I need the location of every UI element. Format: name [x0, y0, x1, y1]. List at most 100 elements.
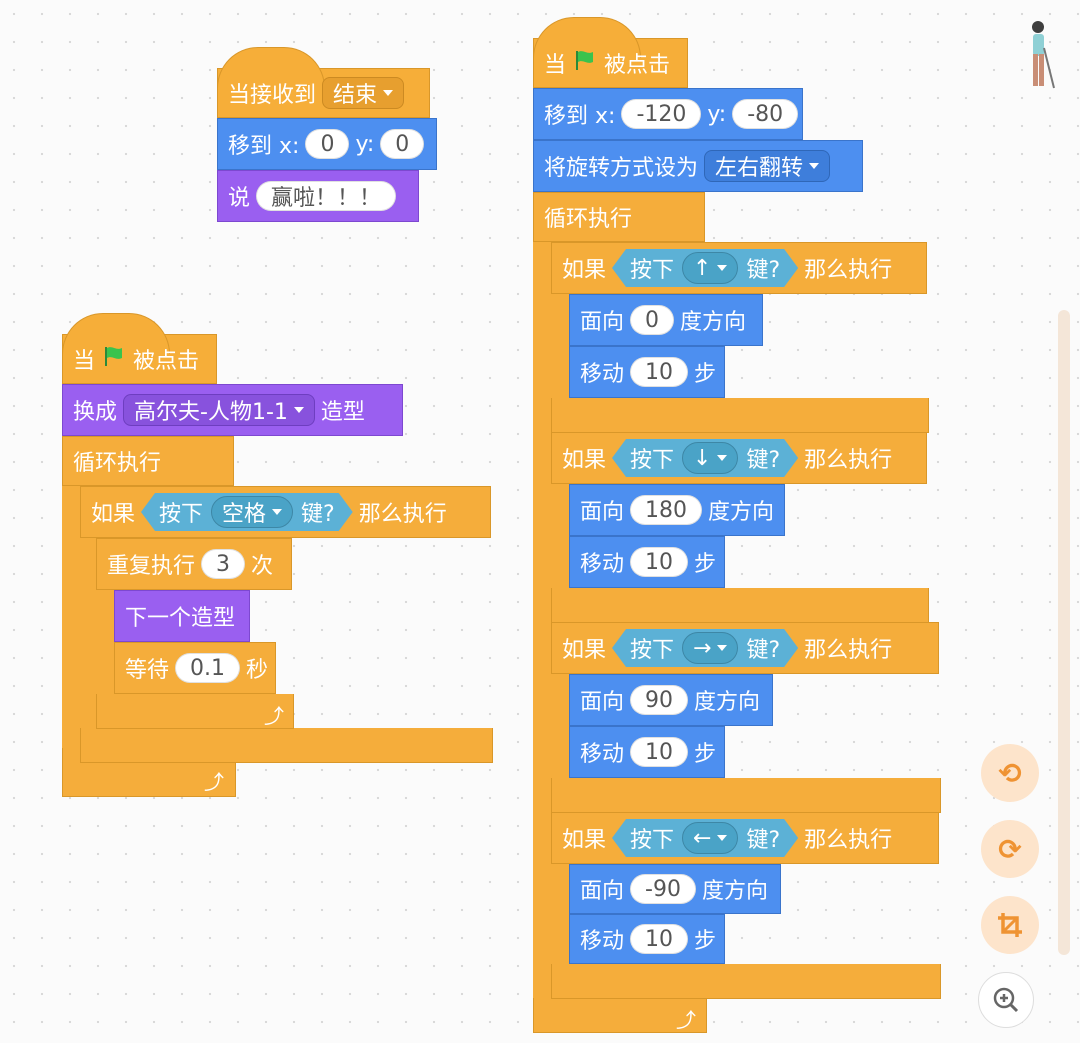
moveto-block[interactable]: 移到 x: 0 y: 0 — [217, 118, 437, 170]
x-input[interactable]: 0 — [305, 129, 350, 159]
key-pressed-condition[interactable]: 按下 空格 键? — [141, 493, 353, 531]
when-receive-label: 当接收到 — [228, 83, 317, 108]
chevron-down-icon — [272, 509, 282, 515]
steps-input[interactable]: 10 — [630, 737, 689, 767]
direction-input[interactable]: 180 — [630, 495, 703, 525]
y-input[interactable]: 0 — [380, 129, 425, 159]
wait-label: 等待 — [125, 658, 170, 683]
loop-arrow-icon: ⤴ — [676, 1008, 696, 1032]
key-dropdown[interactable]: → — [682, 632, 738, 664]
redo-button[interactable]: ⟳ — [981, 820, 1039, 878]
golfer-icon — [1032, 21, 1055, 89]
repeat-block[interactable]: 重复执行 3 次 — [96, 538, 292, 590]
when-flag-hat-block-right[interactable]: 当 被点击 — [533, 17, 688, 88]
direction-input[interactable]: 90 — [630, 685, 689, 715]
point-suffix: 度方向 — [680, 310, 747, 335]
when-label: 当 — [73, 349, 96, 374]
costume-dropdown[interactable]: 高尔夫-人物1-1 — [123, 394, 315, 426]
rotation-style-block[interactable]: 将旋转方式设为 左右翻转 — [533, 140, 863, 192]
point-label: 面向 — [580, 500, 625, 525]
moveto-block-right[interactable]: 移到 x: -120 y: -80 — [533, 88, 803, 140]
key-press-label: 按下 — [630, 638, 675, 663]
repeat-label: 重复执行 — [107, 554, 196, 579]
if-up-arm — [551, 294, 569, 398]
x-input[interactable]: -120 — [621, 99, 702, 129]
point-label: 面向 — [580, 879, 625, 904]
key-pressed-condition[interactable]: 按下 ← 键? — [612, 819, 798, 857]
if-left-arm — [551, 864, 569, 964]
y-label: y: — [707, 101, 727, 127]
cleanup-button[interactable] — [981, 896, 1039, 954]
point-suffix: 度方向 — [694, 690, 761, 715]
if-label: 如果 — [562, 638, 607, 663]
steps-input[interactable]: 10 — [630, 357, 689, 387]
rotation-dropdown[interactable]: 左右翻转 — [704, 150, 831, 182]
key-suffix: 键? — [746, 828, 781, 853]
loop-arrow-icon: ⤴ — [204, 770, 224, 794]
key-dropdown[interactable]: ↑ — [682, 252, 738, 284]
key-pressed-condition[interactable]: 按下 ↑ 键? — [612, 249, 798, 287]
move-steps-block[interactable]: 移动 10 步 — [569, 346, 725, 398]
key-dropdown[interactable]: ← — [682, 822, 738, 854]
key-pressed-condition[interactable]: 按下 → 键? — [612, 629, 798, 667]
repeat-arm — [96, 590, 114, 694]
key-dropdown[interactable]: 空格 — [211, 496, 293, 528]
zoom-in-icon — [993, 987, 1019, 1013]
if-down-block[interactable]: 如果 按下 ↓ 键? 那么执行 — [551, 432, 927, 484]
costume-suffix: 造型 — [320, 400, 365, 425]
zoom-in-button[interactable] — [978, 972, 1034, 1028]
point-direction-block[interactable]: 面向 180 度方向 — [569, 484, 785, 536]
wait-input[interactable]: 0.1 — [175, 653, 241, 683]
then-label: 那么执行 — [358, 502, 447, 527]
chevron-down-icon — [717, 645, 727, 651]
y-input[interactable]: -80 — [732, 99, 799, 129]
moveto-label: 移到 x: — [544, 104, 616, 129]
when-receive-hat-block[interactable]: 当接收到 结束 — [217, 47, 430, 118]
then-label: 那么执行 — [804, 638, 893, 663]
point-direction-block[interactable]: 面向 0 度方向 — [569, 294, 763, 346]
move-label: 移动 — [580, 929, 625, 954]
point-direction-block[interactable]: 面向 90 度方向 — [569, 674, 773, 726]
when-flag-hat-block-left[interactable]: 当 被点击 — [62, 313, 217, 384]
steps-input[interactable]: 10 — [630, 547, 689, 577]
move-steps-block[interactable]: 移动 10 步 — [569, 726, 725, 778]
point-suffix: 度方向 — [708, 500, 775, 525]
say-block[interactable]: 说 赢啦！！！ — [217, 170, 419, 222]
say-input[interactable]: 赢啦！！！ — [256, 181, 397, 211]
if-right-block[interactable]: 如果 按下 → 键? 那么执行 — [551, 622, 939, 674]
undo-icon: ⟲ — [998, 756, 1022, 790]
if-left-block[interactable]: 如果 按下 ← 键? 那么执行 — [551, 812, 939, 864]
forever-block-right[interactable]: 循环执行 — [533, 192, 705, 242]
chevron-down-icon — [293, 407, 304, 413]
if-space-block[interactable]: 如果 按下 空格 键? 那么执行 — [80, 486, 491, 538]
wait-block[interactable]: 等待 0.1 秒 — [114, 642, 276, 694]
direction-input[interactable]: -90 — [630, 874, 696, 904]
move-suffix: 步 — [694, 552, 717, 577]
point-direction-block[interactable]: 面向 -90 度方向 — [569, 864, 781, 914]
forever-label: 循环执行 — [73, 451, 162, 476]
loop-arrow-icon: ⤴ — [264, 704, 284, 728]
forever-block-left[interactable]: 循环执行 — [62, 436, 234, 486]
undo-button[interactable]: ⟲ — [981, 744, 1039, 802]
message-dropdown[interactable]: 结束 — [322, 77, 405, 109]
sprite-thumbnail[interactable] — [1018, 18, 1058, 94]
repeat-count-input[interactable]: 3 — [201, 549, 246, 579]
repeat-bottom — [96, 694, 294, 729]
direction-input[interactable]: 0 — [630, 305, 675, 335]
if-space-arm — [80, 538, 96, 728]
steps-input[interactable]: 10 — [630, 924, 689, 954]
switch-costume-block[interactable]: 换成 高尔夫-人物1-1 造型 — [62, 384, 403, 436]
if-up-block[interactable]: 如果 按下 ↑ 键? 那么执行 — [551, 242, 927, 294]
chevron-down-icon — [717, 265, 727, 271]
if-right-bottom — [551, 778, 941, 813]
move-steps-block[interactable]: 移动 10 步 — [569, 914, 725, 964]
point-suffix: 度方向 — [701, 879, 768, 904]
key-dropdown[interactable]: ↓ — [682, 442, 738, 474]
move-steps-block[interactable]: 移动 10 步 — [569, 536, 725, 588]
chevron-down-icon — [383, 90, 394, 96]
next-costume-block[interactable]: 下一个造型 — [114, 590, 250, 642]
vertical-scrollbar[interactable] — [1058, 310, 1070, 955]
key-pressed-condition[interactable]: 按下 ↓ 键? — [612, 439, 798, 477]
then-label: 那么执行 — [804, 448, 893, 473]
green-flag-icon — [103, 345, 125, 373]
